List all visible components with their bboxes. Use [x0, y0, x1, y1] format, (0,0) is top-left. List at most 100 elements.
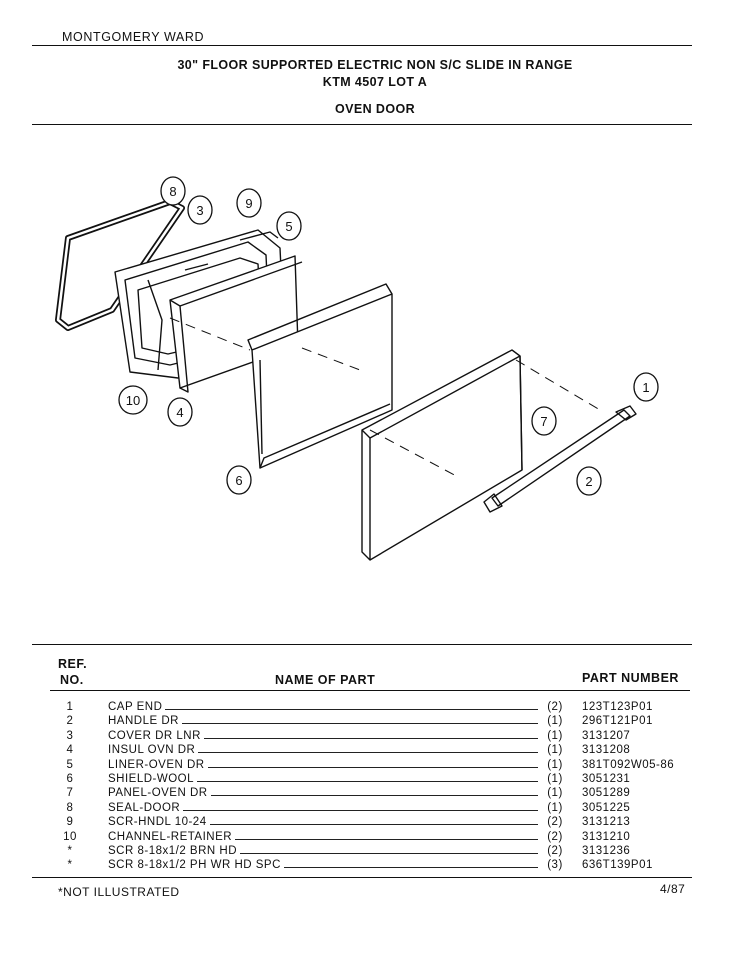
quantity: (1): [541, 729, 569, 742]
callout-10-label: 10: [126, 393, 140, 408]
table-row: 10 CHANNEL-RETAINER (2) 3131210: [0, 830, 750, 847]
quantity: (2): [541, 830, 569, 843]
exploded-parts-diagram: 8 3 9 5 10 4 6 7 1 2: [55, 176, 659, 561]
part-number-header: PART NUMBER: [582, 671, 679, 685]
part-name: SHIELD-WOOL: [108, 773, 198, 785]
callout-8-label: 8: [169, 184, 176, 199]
ref-number: 3: [66, 729, 74, 742]
page-title: 30" FLOOR SUPPORTED ELECTRIC NON S/C SLI…: [177, 58, 573, 72]
table-row: 4 INSUL OVN DR (1) 3131208: [0, 744, 750, 760]
model-lot: KTM 4507 LOT A: [322, 75, 428, 89]
leader-line: [110, 766, 538, 768]
ref-header-line1: REF.: [58, 657, 88, 671]
callout-3: 3: [187, 195, 213, 225]
table-rule-top: [32, 644, 692, 646]
ref-number: *: [67, 859, 73, 872]
part-number: 3131207: [582, 729, 631, 742]
part-name: SEAL-DOOR: [108, 801, 184, 814]
callout-5-label: 5: [285, 219, 292, 234]
section-title: OVEN DOOR: [335, 102, 415, 116]
ref-number: 2: [66, 715, 74, 728]
leader-line: [110, 853, 538, 854]
ref-number: 4: [66, 744, 74, 757]
callout-3-label: 3: [196, 203, 203, 218]
table-row: 3 COVER DR LNR (1) 3131207: [0, 729, 750, 746]
ref-number: 8: [66, 801, 74, 814]
brand-name: MONTGOMERY WARD: [62, 30, 205, 44]
name-of-part-header: NAME OF PART: [275, 673, 376, 687]
part-name: SCR 8-18x1/2 BRN HD: [108, 845, 241, 857]
quantity: (1): [541, 744, 569, 757]
quantity: (1): [541, 787, 569, 800]
callout-7-label: 7: [540, 414, 547, 429]
callout-6-label: 6: [235, 473, 242, 488]
header-rule-top: [32, 45, 692, 47]
table-row: * SCR 8-18x1/2 PH WR HD SPC (3) 636T139P01: [0, 859, 750, 875]
table-row: 5 LINER-OVEN DR (1) 381T092W05-86: [0, 758, 750, 775]
leader-line: [110, 809, 538, 811]
quantity: (1): [541, 715, 569, 728]
revision-date: 4/87: [660, 882, 686, 896]
leader-line: [110, 781, 538, 782]
part-name: SCR 8-18x1/2 PH WR HD SPC: [108, 859, 284, 872]
part-name: CHANNEL-RETAINER: [108, 830, 236, 843]
footer-rule: [32, 877, 692, 878]
callout-1-label: 1: [642, 380, 649, 395]
part-name: CAP END: [108, 701, 166, 713]
not-illustrated-note: *NOT ILLUSTRATED: [58, 885, 180, 899]
table-row: 8 SEAL-DOOR (1) 3051225: [0, 801, 750, 818]
part-number: 296T121P01: [582, 715, 653, 728]
header-rule-bottom: [32, 124, 692, 126]
callout-1: 1: [633, 372, 659, 402]
ref-header-line2: NO.: [60, 673, 84, 687]
callout-4-label: 4: [176, 405, 183, 420]
ref-number: 9: [66, 816, 74, 829]
part-number: 123T123P01: [582, 701, 653, 713]
quantity: (2): [541, 816, 569, 829]
table-header-rule: [50, 690, 690, 691]
callout-9: 9: [236, 188, 262, 218]
part-number: 3051231: [582, 773, 631, 785]
callout-2: 2: [576, 466, 602, 496]
ref-number: 1: [66, 701, 74, 713]
shield-wool-drawing: [247, 283, 393, 469]
leader-line: [110, 709, 538, 710]
callout-10: 10: [118, 385, 148, 415]
callout-7: 7: [531, 406, 557, 436]
part-number: 3051225: [582, 801, 631, 814]
table-row: 1 CAP END (2) 123T123P01: [0, 701, 750, 717]
callout-6: 6: [226, 465, 252, 495]
part-number: 381T092W05-86: [582, 758, 675, 771]
callout-2-label: 2: [585, 474, 592, 489]
part-number: 3131213: [582, 816, 631, 829]
leader-line: [110, 723, 538, 725]
quantity: (2): [541, 701, 569, 713]
ref-number: 5: [66, 758, 74, 771]
leader-line: [110, 824, 538, 826]
quantity: (1): [541, 758, 569, 771]
ref-number: 10: [63, 830, 77, 843]
panel-oven-door-drawing: [361, 349, 523, 561]
leader-line: [110, 737, 538, 739]
part-number: 3051289: [582, 787, 631, 800]
part-name: LINER-OVEN DR: [108, 758, 208, 771]
part-number: 3131208: [582, 744, 631, 757]
part-number: 3131210: [582, 830, 631, 843]
part-name: INSUL OVN DR: [108, 744, 199, 757]
part-name: COVER DR LNR: [108, 729, 204, 742]
ref-number: *: [67, 845, 73, 857]
quantity: (1): [541, 773, 569, 785]
part-name: SCR-HNDL 10-24: [108, 816, 210, 829]
callout-5: 5: [276, 211, 302, 241]
leader-line: [110, 752, 538, 754]
part-number: 636T139P01: [582, 859, 653, 872]
part-name: PANEL-OVEN DR: [108, 787, 211, 800]
leader-line: [110, 795, 538, 797]
callout-8: 8: [160, 176, 186, 206]
quantity: (3): [541, 859, 569, 872]
ref-number: 7: [66, 787, 74, 800]
table-row: 7 PANEL-OVEN DR (1) 3051289: [0, 787, 750, 803]
quantity: (1): [541, 801, 569, 814]
